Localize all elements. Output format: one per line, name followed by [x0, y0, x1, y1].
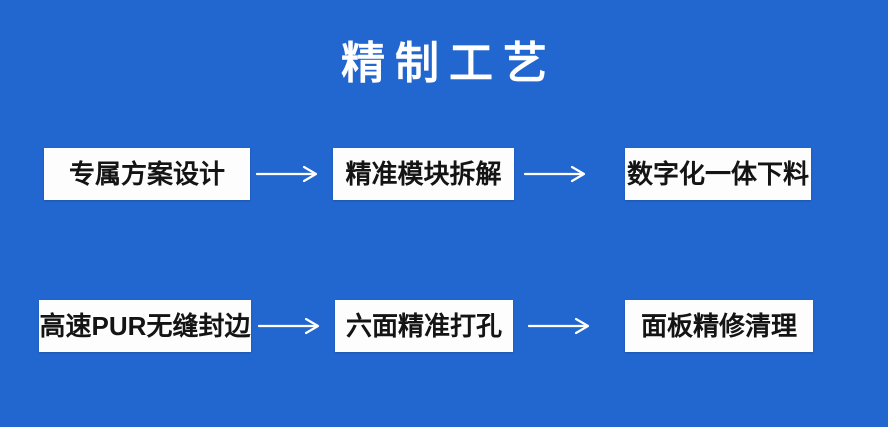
arrow-right-icon [528, 316, 594, 336]
step-label: 数字化一体下料 [626, 159, 809, 189]
step-label: 面板精修清理 [640, 311, 797, 341]
step-box-exclusive-plan-design: 专属方案设计 [44, 148, 250, 200]
step-box-six-side-precise-drilling: 六面精准打孔 [335, 300, 513, 352]
step-box-highspeed-pur-edge-banding: 高速PUR无缝封边 [39, 300, 251, 352]
step-box-precise-module-disassembly: 精准模块拆解 [333, 148, 514, 200]
arrow-right-icon [524, 164, 590, 184]
step-label: 六面精准打孔 [345, 311, 502, 341]
step-label: 精准模块拆解 [345, 159, 502, 189]
diagram-title: 精制工艺 [341, 39, 557, 88]
step-label: 高速PUR无缝封边 [39, 311, 251, 341]
arrow-right-icon [256, 164, 322, 184]
step-box-digital-integrated-cutting: 数字化一体下料 [625, 148, 811, 200]
step-label: 专属方案设计 [68, 159, 225, 189]
arrow-right-icon [258, 316, 324, 336]
step-box-panel-refinishing-cleaning: 面板精修清理 [625, 300, 813, 352]
